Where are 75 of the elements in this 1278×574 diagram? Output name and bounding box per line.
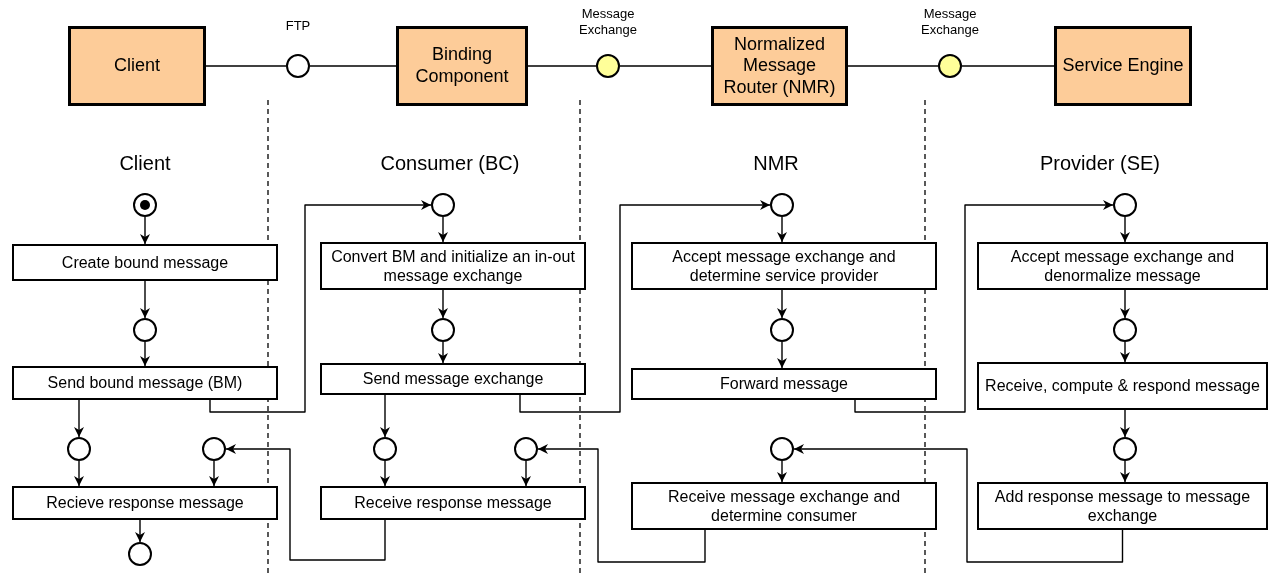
activity-box: Add response message to message exchange <box>977 482 1268 530</box>
lane-heading: Provider (SE) <box>1040 152 1160 174</box>
place-circle <box>373 437 397 461</box>
arrow <box>537 444 706 563</box>
circle-label: Message Exchange <box>920 6 980 39</box>
arrow <box>1120 460 1130 483</box>
place-circle <box>514 437 538 461</box>
arrow <box>519 200 771 413</box>
activity-box: Receive response message <box>320 486 586 520</box>
place-circle <box>67 437 91 461</box>
activity-box: Receive, compute & respond message <box>977 362 1268 410</box>
lane-heading: NMR <box>753 152 799 174</box>
arrow <box>74 399 84 438</box>
place-circle <box>596 54 620 78</box>
arrow <box>1120 341 1130 363</box>
arrow <box>438 216 448 243</box>
arrow <box>438 341 448 364</box>
connector-line <box>961 65 1055 67</box>
arrow <box>380 460 390 487</box>
connector-line <box>527 65 597 67</box>
place-circle <box>286 54 310 78</box>
arrow <box>793 444 1124 563</box>
place-circle <box>133 318 157 342</box>
activity-box: Send bound message (BM) <box>12 366 278 400</box>
arrow <box>521 460 531 487</box>
arrow <box>380 394 390 438</box>
arrow <box>140 280 150 319</box>
place-circle <box>431 193 455 217</box>
activity-box: Recieve response message <box>12 486 278 520</box>
arrow <box>209 200 432 413</box>
activity-box: Convert BM and initialize an in-out message exchange <box>320 242 586 290</box>
arrow <box>135 519 145 543</box>
arrow <box>854 200 1114 413</box>
place-circle <box>128 542 152 566</box>
arrow <box>777 460 787 483</box>
place-circle <box>202 437 226 461</box>
place-circle <box>1113 193 1137 217</box>
activity-box: Receive message exchange and determine consumer <box>631 482 937 530</box>
connector-line <box>847 65 939 67</box>
start-circle <box>133 193 157 217</box>
place-circle <box>1113 318 1137 342</box>
arrow <box>140 341 150 367</box>
arrow <box>777 341 787 369</box>
place-circle <box>770 437 794 461</box>
connector-line <box>309 65 397 67</box>
arrow <box>74 460 84 487</box>
activity-box: Accept message exchange and determine service provider <box>631 242 937 290</box>
activity-box: Create bound message <box>12 244 278 281</box>
component-box: Client <box>68 26 206 106</box>
arrow <box>777 289 787 319</box>
connector-line <box>205 65 287 67</box>
lane-heading: Consumer (BC) <box>380 152 520 174</box>
component-box: Binding Component <box>396 26 528 106</box>
arrow <box>438 289 448 319</box>
arrow <box>1120 216 1130 243</box>
circle-label: Message Exchange <box>578 6 638 39</box>
arrow <box>209 460 219 487</box>
activity-box: Forward message <box>631 368 937 400</box>
activity-box: Accept message exchange and denormalize message <box>977 242 1268 290</box>
place-circle <box>938 54 962 78</box>
activity-box: Send message exchange <box>320 363 586 395</box>
place-circle <box>770 193 794 217</box>
arrow <box>140 216 150 245</box>
place-circle <box>1113 437 1137 461</box>
connector-line <box>619 65 712 67</box>
arrow <box>777 216 787 243</box>
component-box: Service Engine <box>1054 26 1192 106</box>
lane-heading: Client <box>119 152 171 174</box>
circle-label: FTP <box>285 18 311 35</box>
component-box: Normalized Message Router (NMR) <box>711 26 848 106</box>
arrow <box>1120 409 1130 438</box>
arrow <box>225 444 386 561</box>
arrow <box>1120 289 1130 319</box>
place-circle <box>770 318 794 342</box>
place-circle <box>431 318 455 342</box>
